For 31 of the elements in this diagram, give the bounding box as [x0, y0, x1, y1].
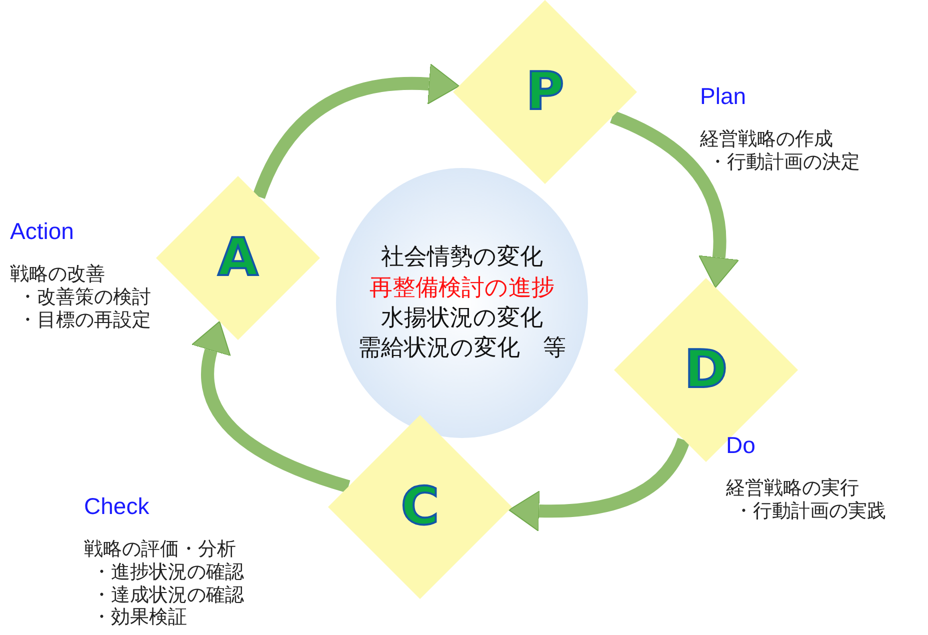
center-text: 再整備検討の進捗: [370, 274, 554, 303]
diamond: [453, 0, 637, 184]
phase-heading: Plan: [700, 83, 748, 110]
phase-letter: A: [218, 232, 258, 284]
phase-letter: D: [684, 344, 728, 396]
phase-description: 経営戦略の実行: [726, 477, 860, 500]
phase-letter: P: [526, 66, 564, 118]
phase-description: ・進捗状況の確認: [91, 560, 244, 584]
phase-description: 経営戦略の作成: [700, 128, 834, 151]
phase-letter: C: [400, 481, 440, 533]
phase-heading: Do: [726, 432, 756, 459]
phase-description: ・改善策の検討: [17, 286, 151, 309]
diamond: [614, 278, 798, 462]
phase-description: ・目標の再設定: [17, 308, 151, 332]
center-text: 水揚状況の変化: [381, 304, 543, 333]
center-text: 社会情勢の変化: [381, 243, 543, 272]
diamond: [328, 415, 512, 599]
center-text: 需給状況の変化 等: [358, 334, 566, 364]
curved-arrow: [252, 63, 460, 200]
phase-heading: Check: [84, 493, 150, 520]
phase-description: ・行動計画の実践: [733, 500, 886, 523]
diamond: [156, 176, 320, 340]
phase-description: ・達成状況の確認: [91, 584, 244, 606]
phase-heading: Action: [10, 218, 75, 245]
curved-arrow: [508, 437, 690, 532]
phase-description: 戦略の改善: [10, 263, 106, 286]
phase-description: ・効果検証: [91, 606, 188, 630]
phase-description: 戦略の評価・分析: [84, 538, 237, 561]
curved-arrow: [191, 320, 350, 493]
phase-description: ・行動計画の決定: [707, 150, 860, 174]
curved-arrow: [610, 110, 740, 288]
